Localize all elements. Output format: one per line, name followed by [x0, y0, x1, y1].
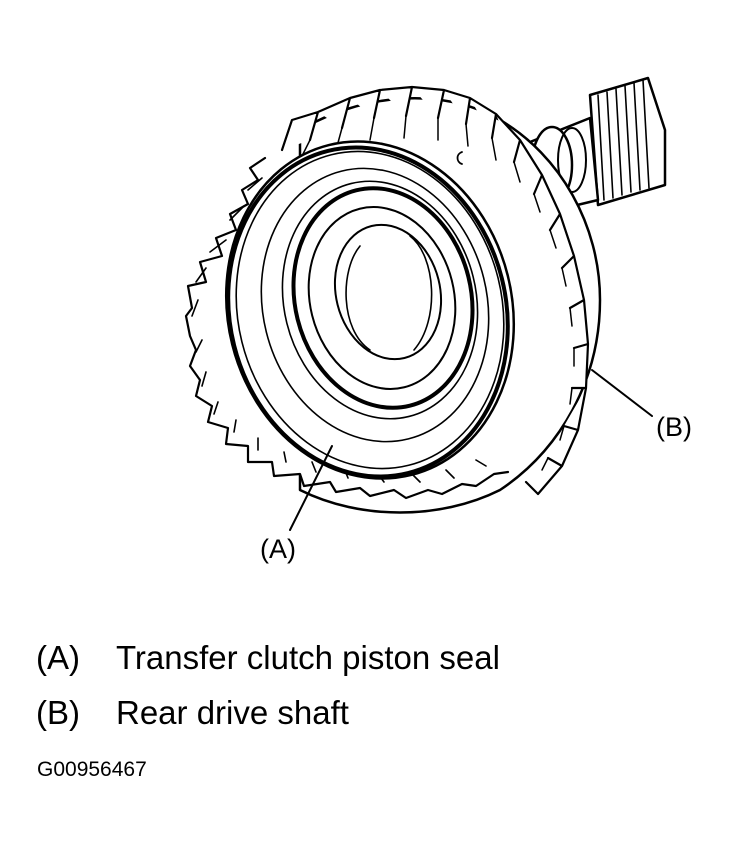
figure-id: G00956467: [37, 758, 147, 781]
legend-text-b: Rear drive shaft: [116, 694, 349, 731]
leader-line-a: [289, 445, 333, 531]
piston-seal-inner: [291, 186, 475, 410]
leader-line-b: [591, 369, 653, 417]
callout-a: (A): [260, 534, 296, 564]
legend-item-b: (B) Rear drive shaft: [36, 696, 349, 729]
legend-key-b: (B): [36, 694, 80, 731]
legend-text-a: Transfer clutch piston seal: [116, 639, 500, 676]
legend-key-a: (A): [36, 639, 80, 676]
piston-seal-outer: [226, 145, 510, 479]
hub-bore: [307, 206, 457, 390]
callout-b: (B): [656, 412, 692, 442]
legend-item-a: (A) Transfer clutch piston seal: [36, 641, 500, 674]
